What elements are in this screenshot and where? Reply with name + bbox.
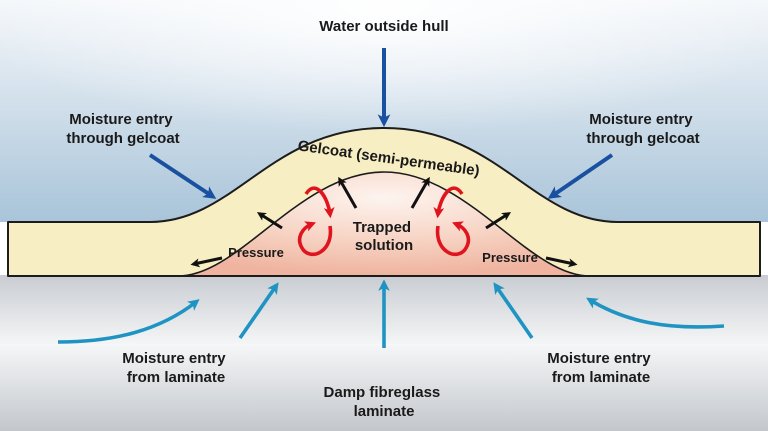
label-moisture-laminate-left: Moisture entry from laminate	[122, 350, 230, 386]
arrow-laminate-far-right	[586, 297, 725, 329]
blister-cavity	[177, 171, 591, 277]
pressure-arrow-left-low	[190, 256, 223, 268]
pressure-arrow-right-top	[410, 176, 430, 209]
label-pressure-left: Pressure	[228, 245, 284, 260]
pressure-arrow-right-mid	[485, 212, 512, 230]
arrow-gelcoat-left	[148, 153, 217, 199]
arrow-laminate-left	[238, 282, 279, 340]
circulation-arrow-left-upper	[304, 186, 335, 219]
label-pressure-right: Pressure	[482, 250, 538, 265]
label-trapped-solution: Trapped solution	[353, 219, 416, 254]
label-water-outside-hull: Water outside hull	[319, 18, 448, 35]
pressure-arrow-left-mid	[256, 212, 283, 230]
arrow-laminate-far-left	[57, 299, 200, 344]
label-moisture-gelcoat-left: Moisture entry through gelcoat	[66, 111, 179, 147]
arrow-gelcoat-right	[547, 153, 614, 199]
pressure-arrow-left-top	[338, 176, 358, 209]
label-moisture-laminate-right: Moisture entry from laminate	[547, 350, 655, 386]
label-moisture-gelcoat-right: Moisture entry through gelcoat	[586, 111, 699, 147]
pressure-arrow-right-low	[545, 256, 578, 268]
arrow-laminate-right	[493, 282, 534, 340]
circulation-arrow-left-lower	[297, 221, 333, 257]
circulation-arrow-right-upper	[433, 186, 464, 219]
circulation-arrow-right-lower	[435, 221, 471, 257]
label-damp-laminate: Damp fibreglass laminate	[324, 384, 445, 420]
